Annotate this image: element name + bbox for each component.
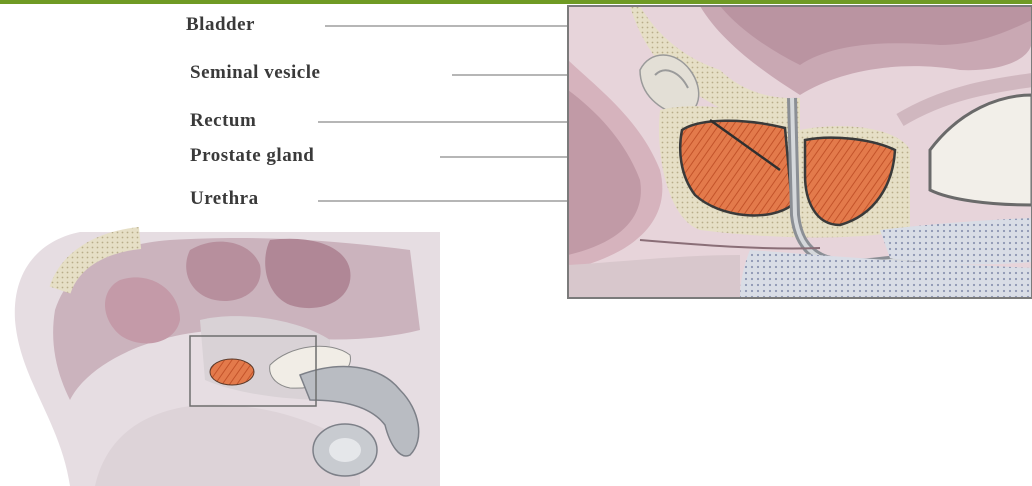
label-urethra: Urethra (190, 188, 259, 210)
label-seminal-vesicle: Seminal vesicle (190, 62, 320, 84)
label-bladder: Bladder (186, 14, 255, 36)
label-prostate-gland: Prostate gland (190, 145, 314, 167)
label-rectum: Rectum (190, 110, 256, 132)
